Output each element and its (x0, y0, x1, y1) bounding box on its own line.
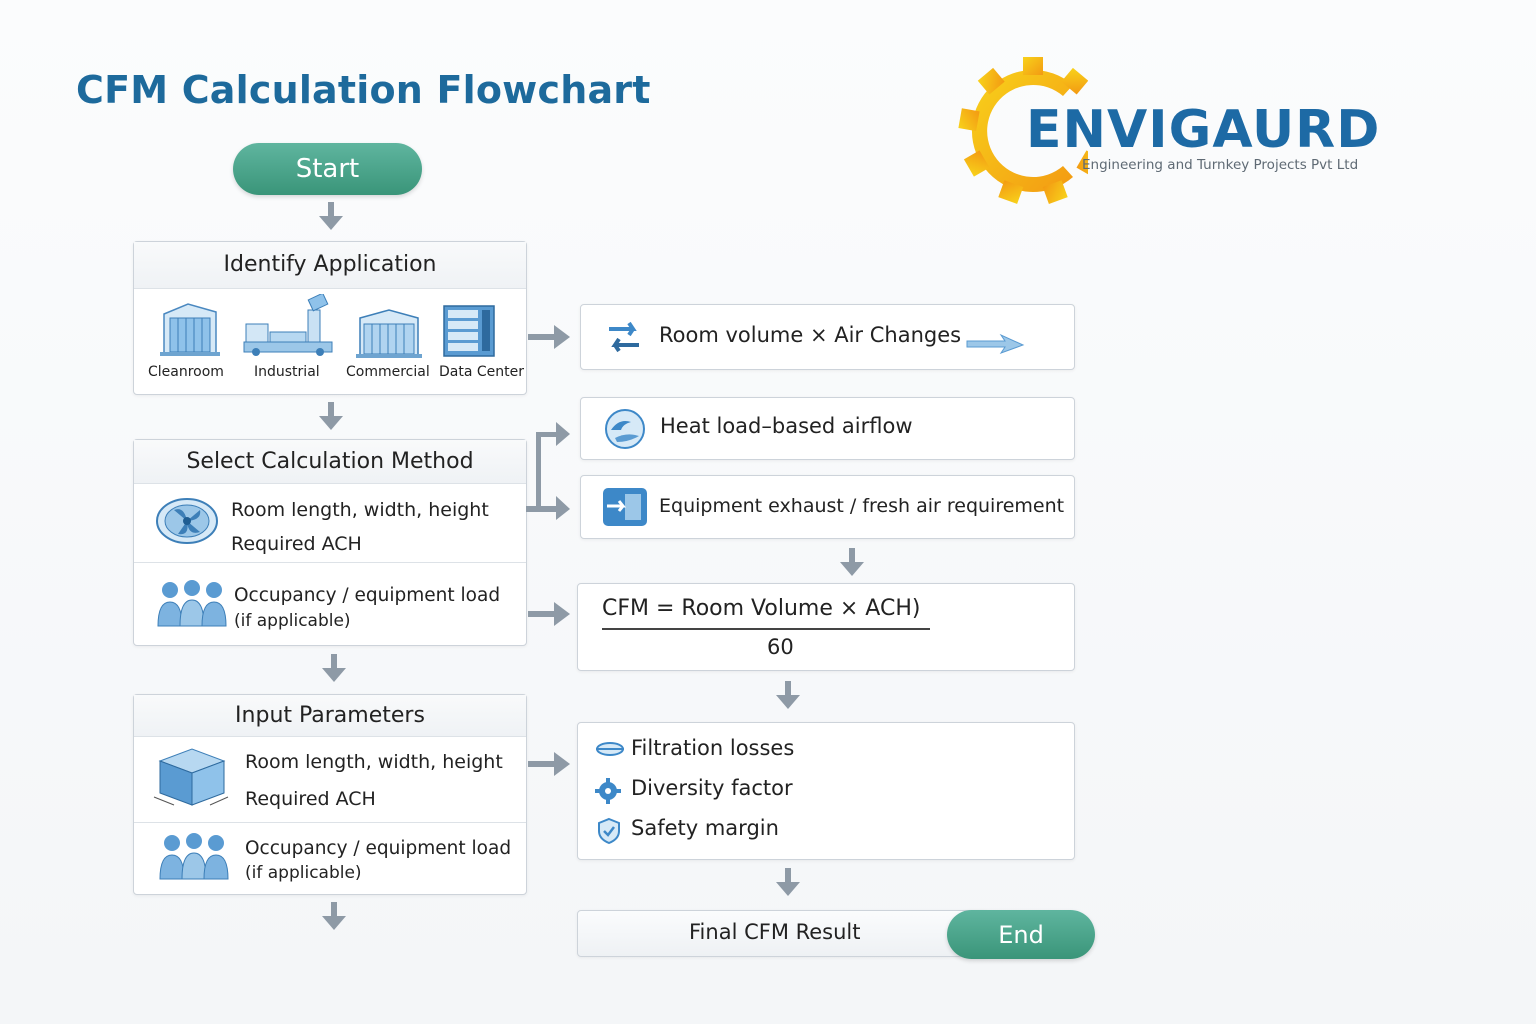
method-param-line: Occupancy / equipment load (234, 585, 501, 606)
down-arrow-icon (322, 902, 346, 930)
method-param-line: (if applicable) (234, 611, 351, 631)
method-label: Room volume × Air Changes (659, 323, 962, 347)
select-method-heading: Select Calculation Method (134, 440, 526, 484)
adjustment-label: Safety margin (631, 816, 779, 840)
down-arrow-icon (776, 681, 800, 709)
right-arrow-icon (528, 325, 570, 349)
room-cube-icon (153, 748, 229, 806)
fan-icon (156, 498, 218, 544)
page-title: CFM Calculation Flowchart (76, 68, 651, 112)
end-node: End (947, 910, 1095, 959)
application-label: Data Center (439, 364, 524, 380)
cleanroom-building-icon (160, 303, 220, 356)
logo-subtitle: Engineering and Turnkey Projects Pvt Ltd (1082, 157, 1359, 173)
down-arrow-icon (322, 654, 346, 682)
input-param-line: Required ACH (245, 788, 376, 810)
adjustment-label: Filtration losses (631, 736, 795, 760)
gear-icon (595, 778, 621, 804)
final-result-label: Final CFM Result (689, 920, 861, 944)
method-param-line: Room length, width, height (231, 499, 489, 521)
application-label: Industrial (254, 364, 320, 380)
input-parameters-heading: Input Parameters (134, 695, 526, 737)
method-label: Heat load–based airflow (660, 414, 913, 438)
industrial-plant-icon (243, 294, 333, 356)
input-param-line: Occupancy / equipment load (245, 838, 512, 859)
down-arrow-icon (840, 548, 864, 576)
exhaust-icon (603, 488, 647, 526)
identify-application-card: Identify Application Cleanroom Industria… (133, 241, 527, 395)
heat-airflow-icon (605, 409, 645, 449)
branch-connector-icon (526, 422, 570, 520)
airflow-arrow-icon (966, 333, 1025, 354)
down-arrow-icon (776, 868, 800, 896)
method-exhaust-box: Equipment exhaust / fresh air requiremen… (580, 475, 1075, 539)
people-icon (157, 580, 227, 627)
formula-fraction-bar (602, 628, 930, 630)
method-room-volume-box: Room volume × Air Changes (580, 304, 1075, 370)
gear-logo-icon (958, 57, 1088, 204)
method-heat-load-box: Heat load–based airflow (580, 397, 1075, 460)
input-param-line: Room length, width, height (245, 751, 503, 773)
identify-application-heading: Identify Application (134, 242, 526, 289)
adjustments-box: Filtration losses Diversity factor Safet… (577, 722, 1075, 860)
input-parameters-card: Input Parameters Room length, width, hei… (133, 694, 527, 895)
formula-box: CFM = Room Volume × ACH) 60 (577, 583, 1075, 671)
down-arrow-icon (319, 402, 343, 430)
air-exchange-icon (609, 321, 639, 353)
method-label: Equipment exhaust / fresh air requiremen… (659, 495, 1065, 517)
right-arrow-icon (528, 752, 570, 776)
end-label: End (998, 920, 1044, 949)
filter-icon (596, 742, 624, 756)
final-result-box: Final CFM Result (577, 910, 989, 957)
logo-wordmark: ENVIGAURD (1026, 100, 1381, 160)
right-arrow-icon (528, 602, 570, 626)
select-method-card: Select Calculation Method Room length, w… (133, 439, 527, 646)
company-logo (958, 56, 1388, 206)
method-param-line: Required ACH (231, 533, 362, 555)
down-arrow-icon (319, 202, 343, 230)
formula-denominator: 60 (767, 635, 794, 659)
commercial-building-icon (356, 309, 422, 358)
formula-numerator: CFM = Room Volume × ACH) (602, 596, 921, 621)
application-label: Commercial (346, 364, 430, 380)
application-label: Cleanroom (148, 364, 224, 380)
start-label: Start (295, 154, 360, 184)
server-rack-icon (443, 305, 495, 357)
people-icon (159, 833, 229, 880)
input-param-line: (if applicable) (245, 863, 362, 883)
start-node: Start (233, 143, 422, 195)
adjustment-label: Diversity factor (631, 776, 793, 800)
shield-icon (598, 817, 620, 845)
